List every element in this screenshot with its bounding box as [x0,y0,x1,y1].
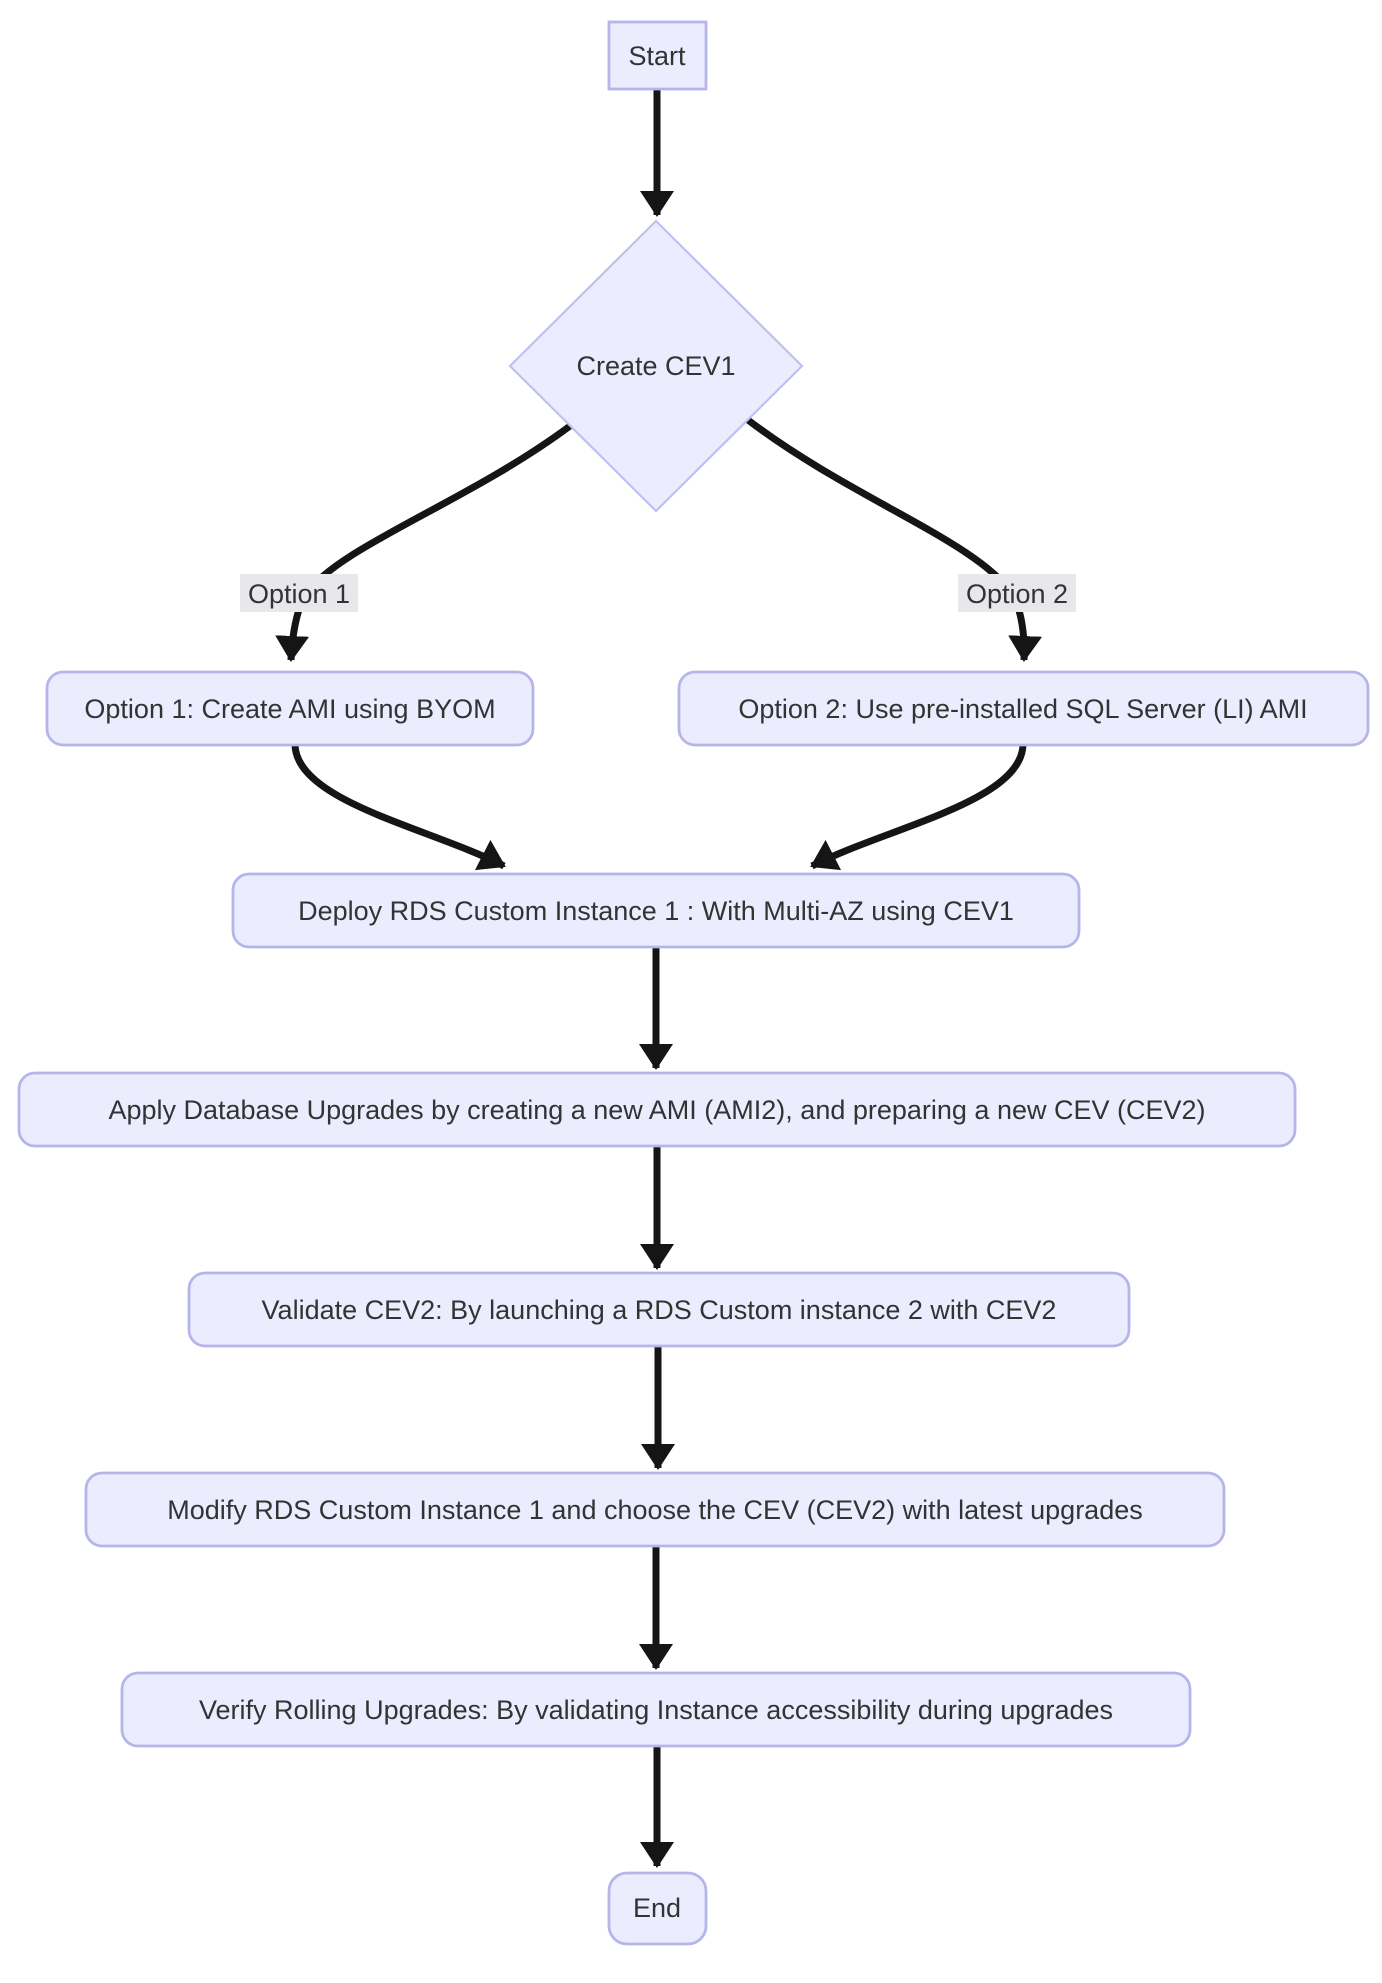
node-end-label: End [633,1893,681,1923]
node-end-shape [607,1871,708,1946]
nodes: Start Create CEV1 Option 1: Create AMI u… [17,20,1370,1946]
node-decision-label: Create CEV1 [576,351,735,381]
node-option2-label: Option 2: Use pre-installed SQL Server (… [738,694,1307,724]
node-validate-shape [187,1271,1131,1348]
edge-label-option1: Option 1 [240,574,358,612]
edge-option2-to-deploy [810,744,1027,871]
node-option1: Option 1: Create AMI using BYOM [45,670,535,747]
node-decision-shape [508,219,804,513]
node-verify-shape [120,1671,1192,1748]
node-deploy-label: Deploy RDS Custom Instance 1 : With Mult… [298,896,1014,926]
node-end: End [607,1871,708,1946]
edges [275,89,1043,1868]
edge-label-option2-bg [958,574,1076,612]
node-deploy: Deploy RDS Custom Instance 1 : With Mult… [231,872,1081,949]
node-modify-shape [84,1471,1226,1548]
edge-decision-to-option1 [275,423,573,662]
edge-label-option1-text: Option 1 [248,579,350,609]
edge-label-option2: Option 2 [958,574,1076,612]
node-apply-label: Apply Database Upgrades by creating a ne… [108,1095,1205,1125]
node-verify-label: Verify Rolling Upgrades: By validating I… [199,1695,1113,1725]
node-option2-shape [677,670,1370,747]
node-modify: Modify RDS Custom Instance 1 and choose … [84,1471,1226,1548]
node-verify: Verify Rolling Upgrades: By validating I… [120,1671,1192,1748]
edge-labels: Option 1 Option 2 [240,574,1076,612]
node-start-label: Start [628,41,686,71]
node-option2: Option 2: Use pre-installed SQL Server (… [677,670,1370,747]
node-deploy-shape [231,872,1081,949]
node-modify-label: Modify RDS Custom Instance 1 and choose … [167,1495,1142,1525]
edge-decision-to-option2 [745,417,1043,662]
node-validate: Validate CEV2: By launching a RDS Custom… [187,1271,1131,1348]
node-decision-create-cev1: Create CEV1 [508,219,804,513]
node-validate-label: Validate CEV2: By launching a RDS Custom… [262,1295,1057,1325]
node-apply-shape [17,1071,1297,1148]
node-apply: Apply Database Upgrades by creating a ne… [17,1071,1297,1148]
edge-option1-to-deploy [291,744,506,871]
edge-label-option2-text: Option 2 [966,579,1068,609]
node-start: Start [607,20,708,91]
edge-label-option1-bg [240,574,358,612]
node-start-shape [607,20,708,91]
node-option1-shape [45,670,535,747]
node-option1-label: Option 1: Create AMI using BYOM [84,694,495,724]
